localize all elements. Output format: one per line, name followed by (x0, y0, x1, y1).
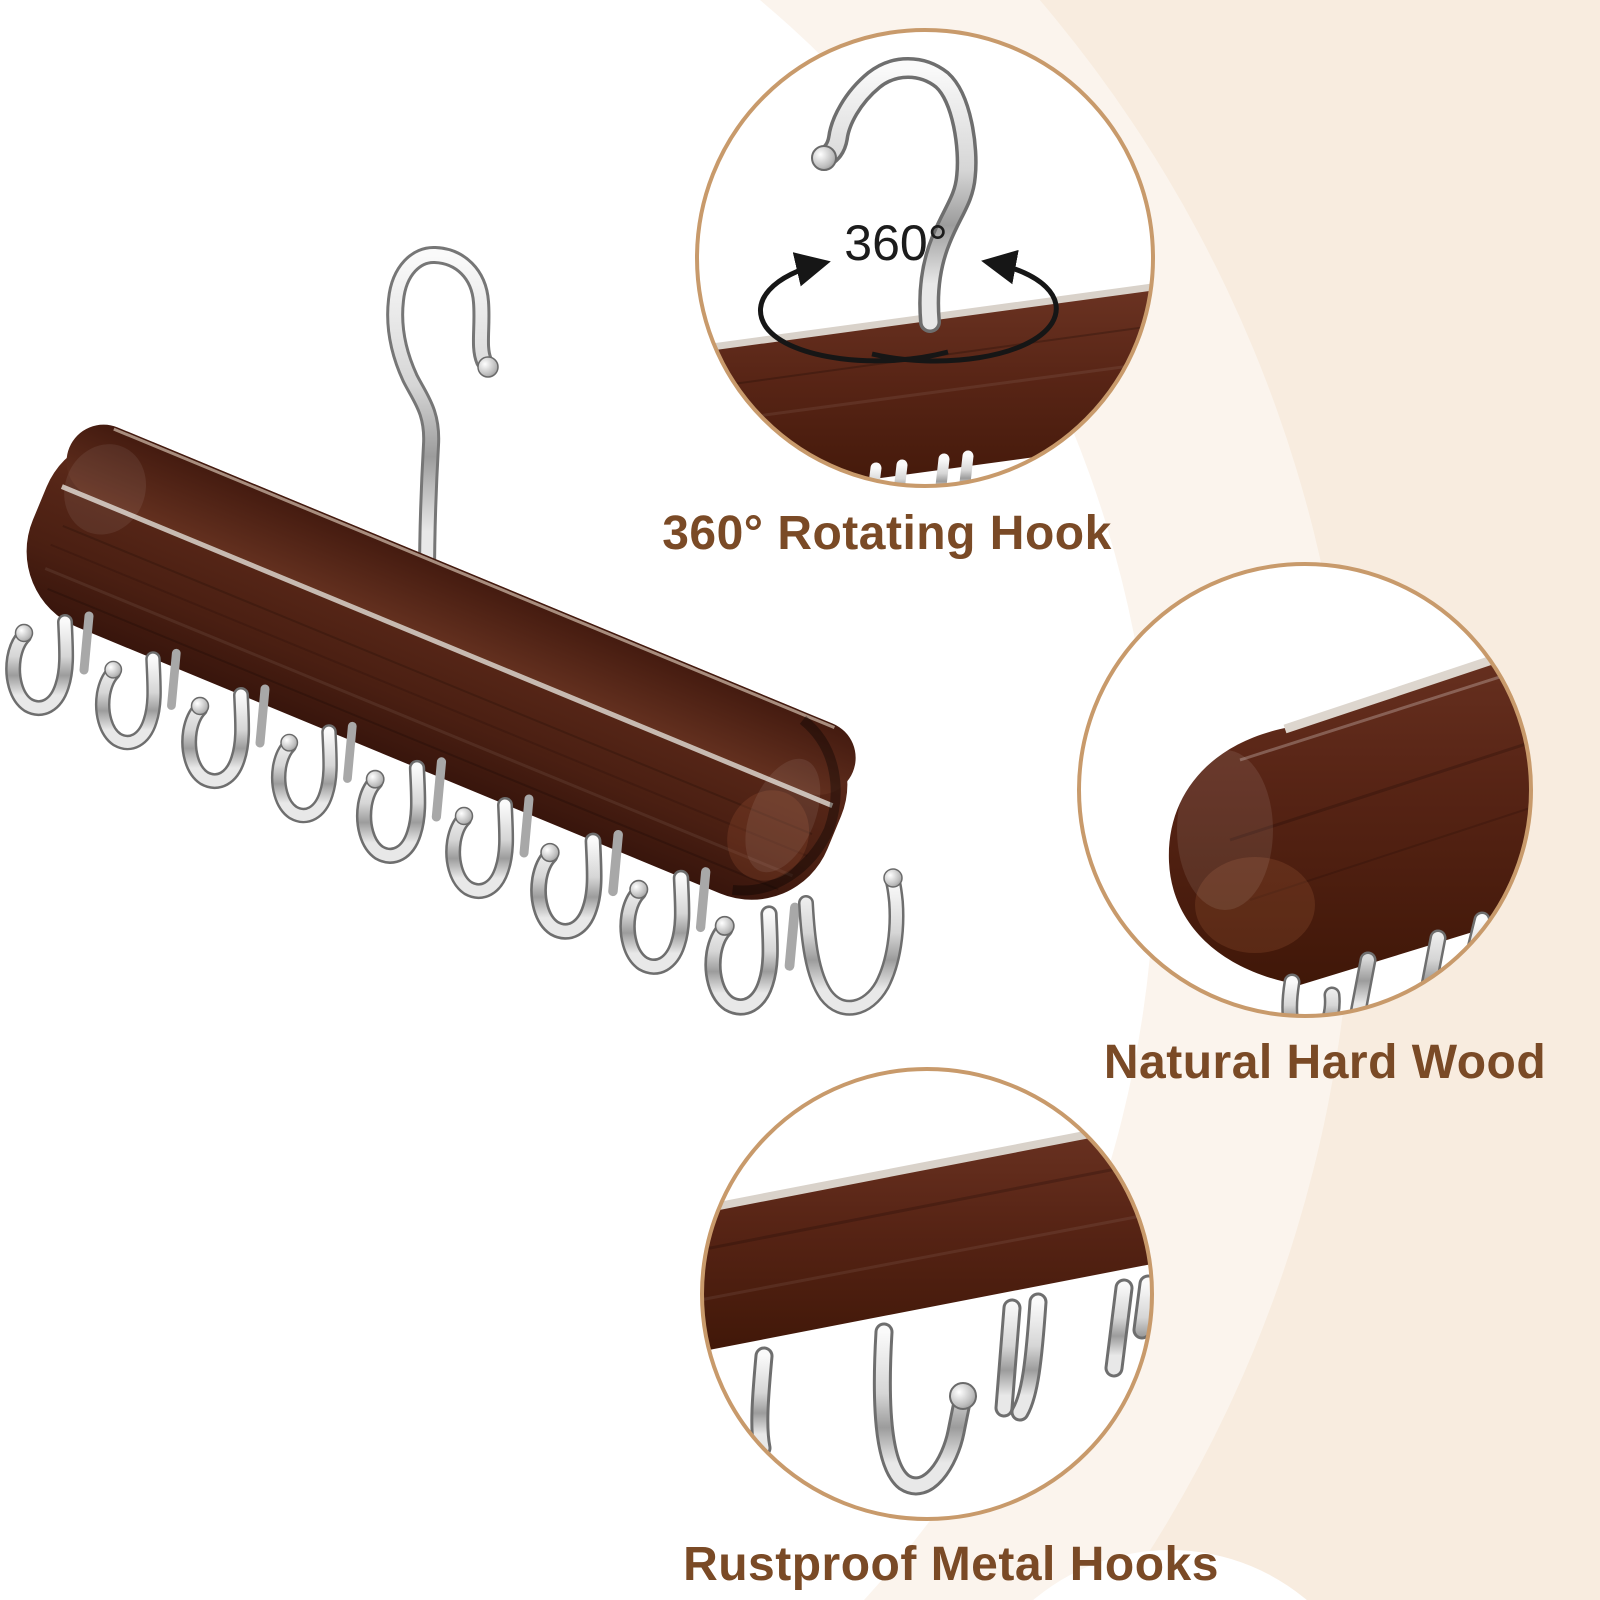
callout-ring (695, 28, 1155, 488)
callout-label-rotating-hook: 360° Rotating Hook (662, 507, 1112, 560)
belt-hooks (13, 616, 905, 1016)
background-bottom-circle (1033, 1550, 1307, 1600)
closeup-rotating-hook-icon (811, 57, 978, 333)
closeup-metal-hooks (750, 1274, 1151, 1496)
rotation-degrees-annotation: 360° (844, 215, 948, 271)
end-hook-icon (798, 868, 905, 1016)
closeup-wood-bar (703, 1120, 1151, 1354)
top-swivel-hook-icon (386, 246, 499, 589)
callout-ring (700, 1067, 1154, 1521)
callout-label-natural-hard-wood: Natural Hard Wood (1103, 1036, 1547, 1089)
callout-ring (1077, 562, 1533, 1018)
wood-bar (26, 424, 856, 900)
closeup-wood-end (1168, 622, 1530, 985)
callout-circle-natural-wood (1077, 562, 1533, 1018)
callout-circle-metal-hooks (700, 1067, 1154, 1521)
callout-label-rustproof-metal-hooks: Rustproof Metal Hooks (683, 1538, 1219, 1591)
rotation-arrows-icon (758, 249, 1059, 364)
main-product-photo (1, 246, 905, 1016)
